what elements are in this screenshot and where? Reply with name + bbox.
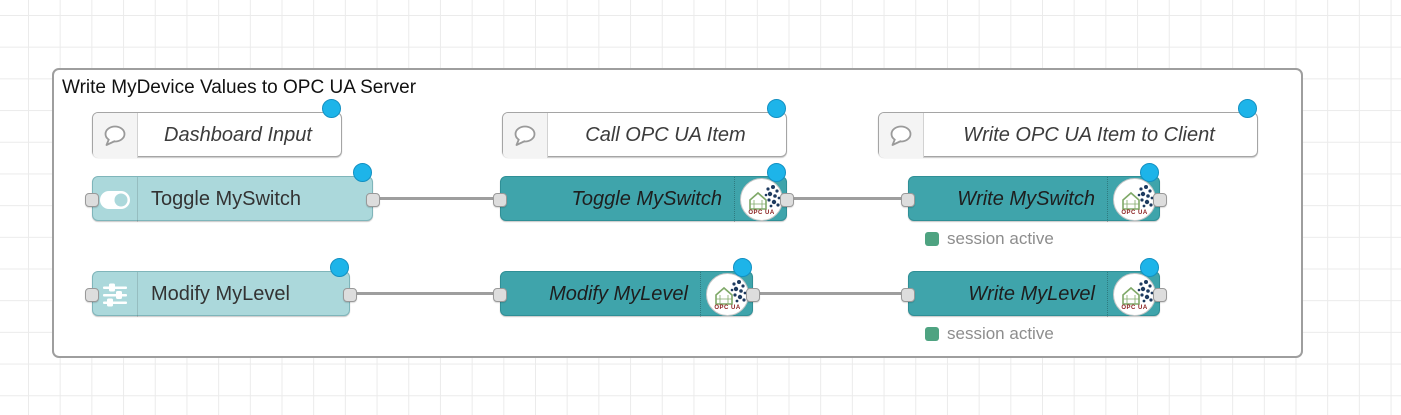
opcua-badge: OPC UA xyxy=(1121,209,1148,216)
output-port[interactable] xyxy=(343,287,357,302)
node-label: Toggle MySwitch xyxy=(571,188,722,210)
wire[interactable] xyxy=(787,197,908,200)
opcua-icon: OPC UA xyxy=(1107,272,1159,317)
comment-bubble-icon xyxy=(879,113,924,158)
modified-indicator-dot xyxy=(1140,258,1159,277)
modified-indicator-dot xyxy=(322,99,341,118)
opcua-badge: OPC UA xyxy=(748,209,775,216)
output-port[interactable] xyxy=(780,192,794,207)
modified-indicator-dot xyxy=(353,163,372,182)
node-label: Modify MyLevel xyxy=(549,283,688,305)
output-port[interactable] xyxy=(1153,287,1167,302)
group-title: Write MyDevice Values to OPC UA Server xyxy=(62,77,417,98)
comment-label: Write OPC UA Item to Client xyxy=(963,124,1215,146)
node-label: Toggle MySwitch xyxy=(151,188,302,210)
comment-label: Dashboard Input xyxy=(164,124,312,146)
output-port[interactable] xyxy=(746,287,760,302)
node-label: Modify MyLevel xyxy=(151,283,290,305)
comment-node-write-opcua-item[interactable]: Write OPC UA Item to Client xyxy=(878,99,1258,158)
opcua-badge: OPC UA xyxy=(714,304,741,311)
comment-label: Call OPC UA Item xyxy=(585,124,746,146)
sliders-icon xyxy=(93,272,138,317)
input-port[interactable] xyxy=(493,192,507,207)
opcua-badge: OPC UA xyxy=(1121,304,1148,311)
modified-indicator-dot xyxy=(330,258,349,277)
comment-node-call-opcua-item[interactable]: Call OPC UA Item xyxy=(502,99,787,158)
node-write-mylevel[interactable]: Write MyLevel OPC UA xyxy=(901,258,1167,317)
input-port[interactable] xyxy=(493,287,507,302)
output-port[interactable] xyxy=(1153,192,1167,207)
status-text: session active xyxy=(947,324,1054,343)
wire[interactable] xyxy=(753,292,908,295)
opcua-icon: OPC UA xyxy=(700,272,752,317)
status-text: session active xyxy=(947,229,1054,248)
input-port[interactable] xyxy=(901,192,915,207)
input-port[interactable] xyxy=(85,287,99,302)
input-port[interactable] xyxy=(85,192,99,207)
modified-indicator-dot xyxy=(767,163,786,182)
input-port[interactable] xyxy=(901,287,915,302)
status-square xyxy=(925,232,939,246)
modified-indicator-dot xyxy=(1140,163,1159,182)
node-modify-mylevel-opcua-call[interactable]: Modify MyLevel OPC UA xyxy=(493,258,760,317)
node-status: session active xyxy=(925,324,1054,344)
wire[interactable] xyxy=(373,197,500,200)
node-label: Write MySwitch xyxy=(957,188,1095,210)
comment-node-dashboard-input[interactable]: Dashboard Input xyxy=(92,99,342,158)
node-toggle-myswitch-dashboard[interactable]: Toggle MySwitch xyxy=(85,163,380,222)
modified-indicator-dot xyxy=(733,258,752,277)
modified-indicator-dot xyxy=(767,99,786,118)
toggle-icon xyxy=(93,177,138,222)
comment-bubble-icon xyxy=(93,113,138,158)
node-toggle-myswitch-opcua-call[interactable]: Toggle MySwitch OPC UA xyxy=(493,163,794,222)
node-modify-mylevel-dashboard[interactable]: Modify MyLevel xyxy=(85,258,357,317)
node-status: session active xyxy=(925,229,1054,249)
opcua-icon: OPC UA xyxy=(734,177,786,222)
comment-bubble-icon xyxy=(503,113,548,158)
status-square xyxy=(925,327,939,341)
node-write-myswitch[interactable]: Write MySwitch OPC UA xyxy=(901,163,1167,222)
node-label: Write MyLevel xyxy=(968,283,1095,305)
output-port[interactable] xyxy=(366,192,380,207)
opcua-icon: OPC UA xyxy=(1107,177,1159,222)
modified-indicator-dot xyxy=(1238,99,1257,118)
wire[interactable] xyxy=(350,292,500,295)
